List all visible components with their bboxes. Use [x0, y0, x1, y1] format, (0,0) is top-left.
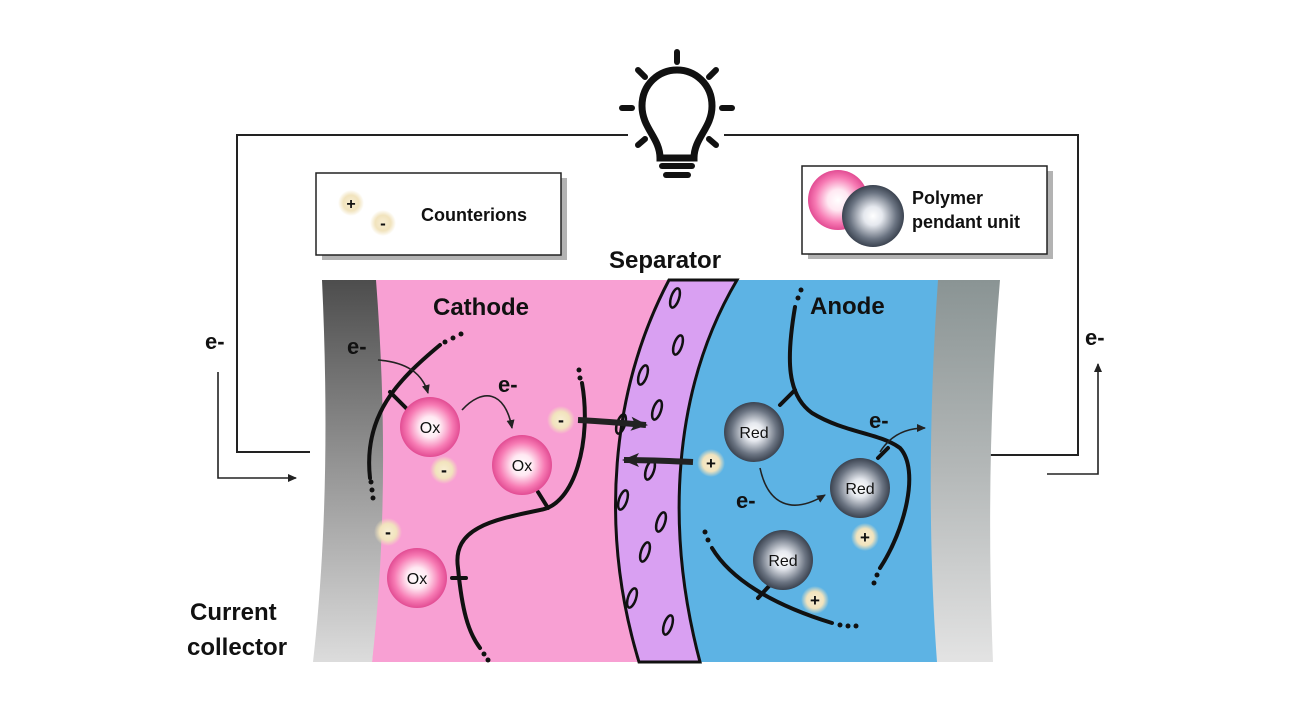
red-unit: Red	[724, 402, 784, 462]
svg-text:-: -	[441, 460, 447, 480]
cation-transport-arrow	[622, 453, 694, 468]
svg-text:+: +	[810, 591, 820, 610]
counterion-plus: +	[851, 523, 879, 551]
current-collector-right	[930, 280, 1000, 662]
red-unit: Red	[753, 530, 813, 590]
circuit-wire	[236, 134, 1079, 456]
svg-text:+: +	[706, 454, 716, 473]
legend-polymer-label: Polymer	[912, 188, 983, 208]
separator-pores	[614, 287, 685, 636]
electron-label-cathode: e-	[498, 372, 518, 397]
svg-text:Ox: Ox	[512, 458, 532, 475]
anode-region	[679, 280, 960, 662]
counterion-plus: +	[801, 586, 829, 614]
light-bulb-icon	[619, 49, 735, 178]
legend-polymer-pendant: Polymer pendant unit	[801, 165, 1053, 259]
ox-unit: Ox	[492, 435, 552, 495]
svg-text:+: +	[860, 528, 870, 547]
svg-text:Red: Red	[739, 425, 768, 442]
legend-counterions-label: Counterions	[421, 205, 527, 225]
counterion-minus: -	[374, 518, 402, 546]
svg-text:Ox: Ox	[407, 571, 427, 588]
electron-label-external-left: e-	[205, 329, 225, 354]
svg-text:-: -	[385, 522, 391, 542]
svg-text:-: -	[380, 214, 386, 233]
electron-label-anode: e-	[736, 488, 756, 513]
svg-text:Red: Red	[768, 553, 797, 570]
cathode-label: Cathode	[433, 294, 529, 321]
counterion-minus: -	[370, 210, 396, 236]
electron-label-anode: e-	[869, 408, 889, 433]
current-collector-label: Current	[190, 599, 277, 626]
legend-polymer-label: pendant unit	[912, 212, 1020, 232]
electron-label-external-right: e-	[1085, 325, 1105, 350]
ox-unit: Ox	[387, 548, 447, 608]
separator-label: Separator	[609, 247, 721, 274]
anode-label: Anode	[810, 293, 885, 320]
electron-label-cathode: e-	[347, 334, 367, 359]
svg-text:-: -	[558, 410, 564, 430]
current-collector-label: collector	[187, 634, 287, 661]
electron-hop-arrows	[217, 359, 1102, 506]
counterion-plus: +	[338, 190, 364, 216]
red-unit: Red	[830, 458, 890, 518]
legend-counterions: + - Counterions	[315, 172, 567, 260]
svg-text:+: +	[346, 196, 355, 213]
chain-continuation-dots	[368, 287, 880, 663]
ox-unit: Ox	[400, 397, 460, 457]
counterion-minus: -	[547, 406, 575, 434]
svg-text:Ox: Ox	[420, 420, 440, 437]
counterion-minus: -	[430, 456, 458, 484]
current-collector-left	[313, 280, 384, 662]
counterion-plus: +	[697, 449, 725, 477]
svg-text:Red: Red	[845, 481, 874, 498]
anion-transport-arrow	[577, 416, 648, 431]
